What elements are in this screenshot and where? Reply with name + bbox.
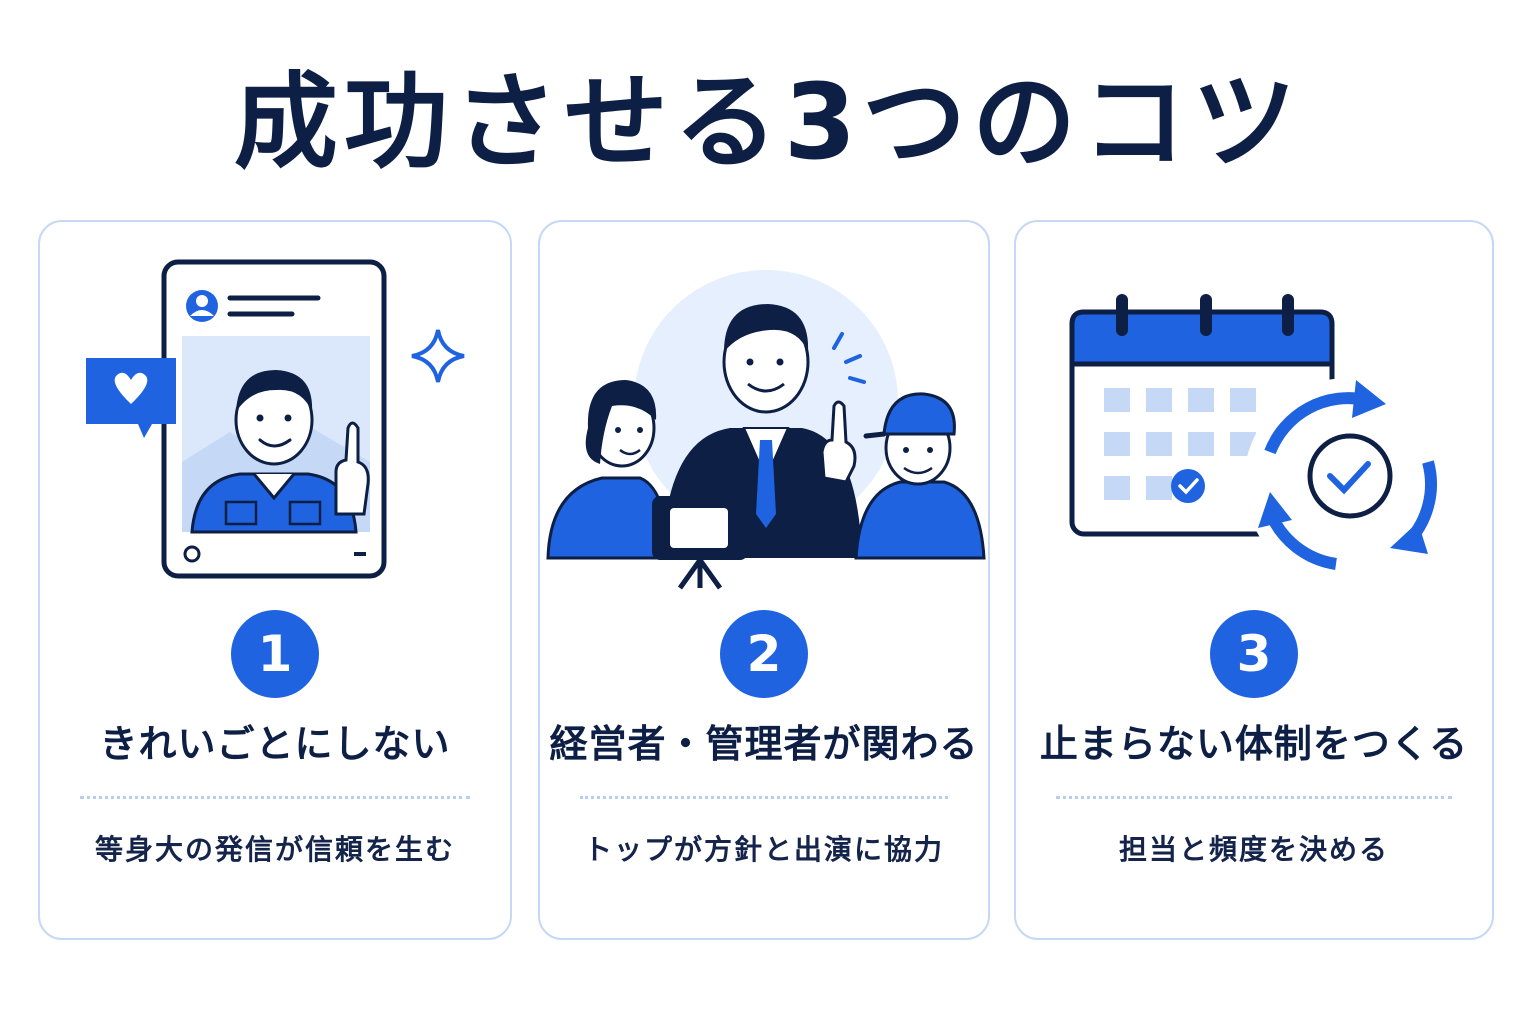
card-subtext: 等身大の発信が信頼を生む: [94, 833, 455, 866]
social-post-worker-icon: [40, 252, 510, 592]
step-number-badge: 2: [720, 610, 808, 698]
step-number-badge: 3: [1210, 610, 1298, 698]
executive-with-camera-icon: [540, 252, 988, 592]
tip-card-1: 1 きれいごとにしない 等身大の発信が信頼を生む: [38, 220, 512, 940]
tip-card-2: 2 経営者・管理者が関わる トップが方針と出演に協力: [538, 220, 990, 940]
calendar-cycle-icon: [1016, 252, 1492, 592]
card-subtext: トップが方針と出演に協力: [583, 833, 944, 866]
dotted-divider: [580, 796, 948, 799]
page-title: 成功させる3つのコツ: [233, 61, 1303, 183]
card-heading: きれいごとにしない: [99, 722, 451, 766]
tip-card-3: 3 止まらない体制をつくる 担当と頻度を決める: [1014, 220, 1494, 940]
step-number-badge: 1: [231, 610, 319, 698]
card-heading: 止まらない体制をつくる: [1039, 722, 1469, 766]
card-subtext: 担当と頻度を決める: [1118, 833, 1389, 866]
dotted-divider: [1056, 796, 1452, 799]
dotted-divider: [80, 796, 470, 799]
card-heading: 経営者・管理者が関わる: [549, 722, 979, 766]
